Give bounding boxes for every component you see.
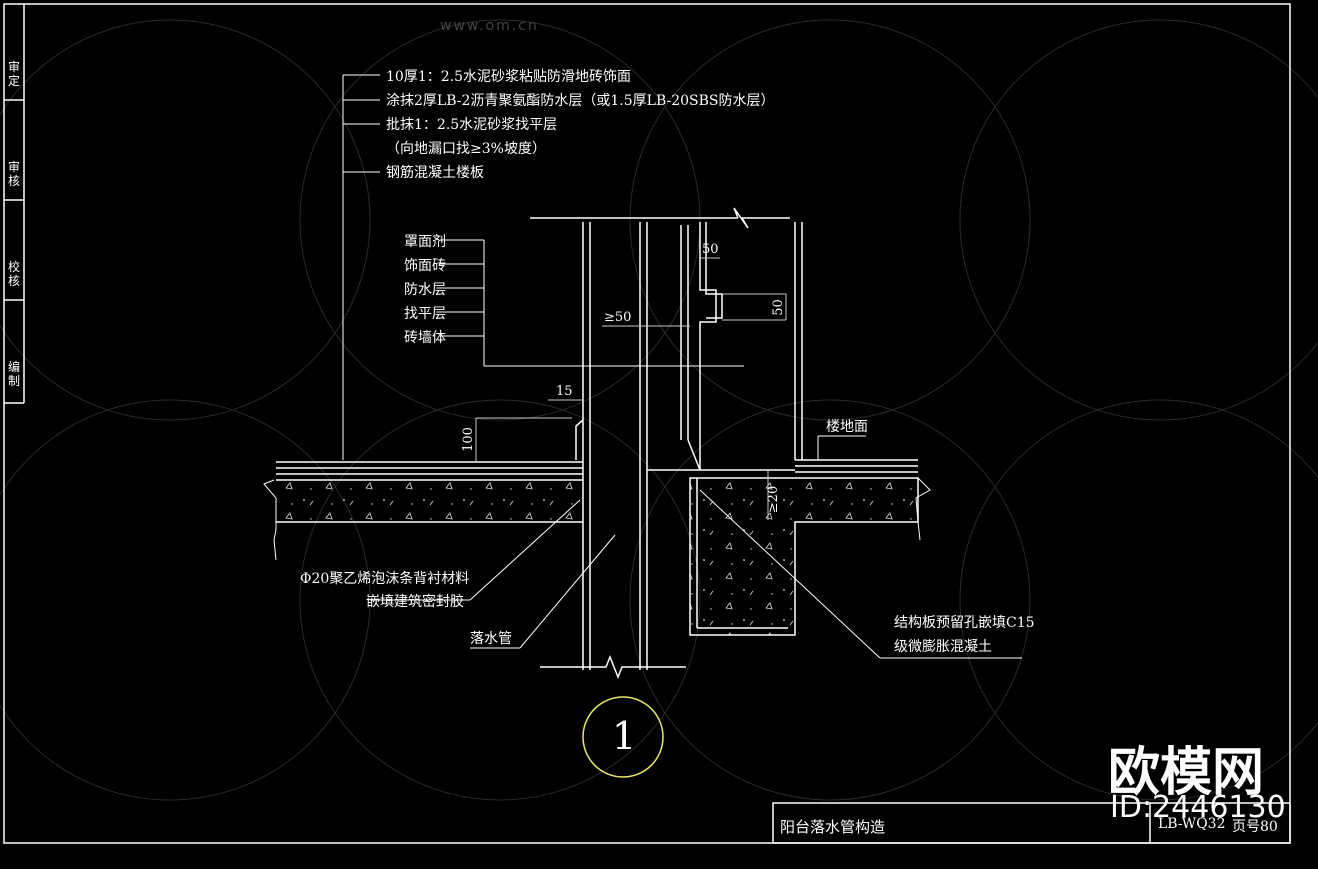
watermark-url: www.om.cn (440, 18, 539, 34)
layer-note-3: 批抹1：2.5水泥砂浆找平层 (386, 117, 558, 133)
label-struct-1: 结构板预留孔嵌填C15 (894, 615, 1035, 631)
layer-note-1: 10厚1：2.5水泥砂浆粘贴防滑地砖饰面 (386, 69, 631, 85)
side-label-check: 校核 (7, 260, 20, 288)
layer-note-4: （向地漏口找≥3%坡度） (386, 141, 546, 157)
detail-number: 1 (612, 714, 637, 758)
label-foam-strip-1: Φ20聚乙烯泡沫条背衬材料 (300, 571, 470, 587)
wall-layer-4: 找平层 (404, 306, 446, 322)
wall-layer-3: 防水层 (404, 282, 446, 298)
floor-slab-right (647, 459, 931, 636)
side-label-drafted: 编制 (7, 360, 20, 388)
detail-number-circle (582, 696, 664, 778)
label-floor: 楼地面 (826, 419, 868, 435)
wall-layer-2: 饰面砖 (404, 258, 446, 274)
dim-50-top: 50 (702, 242, 719, 257)
label-downpipe: 落水管 (470, 631, 512, 647)
title-block-page: 页号80 (1232, 819, 1278, 835)
dim-15: 15 (556, 384, 573, 399)
label-foam-strip-2: 嵌填建筑密封胶 (366, 594, 464, 610)
leader-lines (342, 74, 1022, 659)
title-block-code: LB-WQ32 (1158, 816, 1226, 832)
watermark-brand: 欧模网 (1108, 743, 1265, 803)
dim-ge20: ≥20 (766, 485, 782, 514)
side-label-approve: 审定 (7, 60, 20, 88)
floor-slab-left (263, 419, 584, 561)
dim-50-side: 50 (770, 299, 786, 316)
watermark-id: ID:2446130 (1110, 790, 1286, 825)
wall-layer-5: 砖墙体 (404, 330, 446, 346)
dim-100: 100 (460, 427, 476, 452)
layer-note-5: 钢筋混凝土楼板 (386, 165, 484, 181)
drawing-frame (3, 3, 1291, 844)
dim-ge50: ≥50 (604, 310, 632, 325)
layer-note-2: 涂抹2厚LB-2沥青聚氨酯防水层（或1.5厚LB-20SBS防水层） (386, 93, 775, 109)
wall-layer-1: 罩面剂 (404, 234, 446, 250)
watermark-circles (0, 19, 1318, 801)
dimension-lines (475, 257, 787, 520)
side-label-review: 审核 (7, 160, 20, 188)
title-block-title: 阳台落水管构造 (780, 818, 886, 836)
label-struct-2: 级微膨胀混凝土 (894, 639, 992, 655)
